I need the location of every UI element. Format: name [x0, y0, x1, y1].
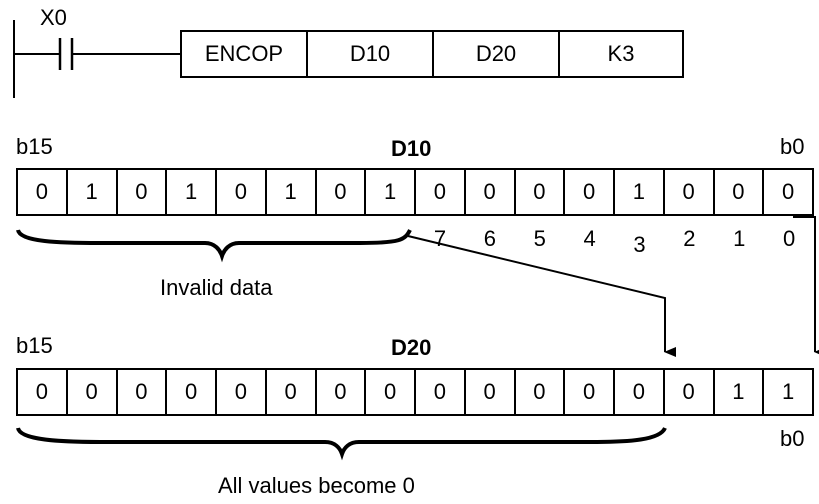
dest-bit-cell-b6: 0 — [466, 370, 516, 414]
all-zero-label: All values become 0 — [218, 473, 415, 498]
contact-label: X0 — [40, 5, 67, 30]
dest-bit-cell-b5: 0 — [516, 370, 566, 414]
operand1-box: D10 — [306, 30, 434, 78]
source-bit-number: 5 — [533, 226, 546, 251]
dest-lsb-label: b0 — [780, 426, 805, 451]
source-bit-cell-b1: 0 — [715, 170, 765, 214]
source-bit-cell-b4: 0 — [565, 170, 615, 214]
dest-bit-cell-b7: 0 — [416, 370, 466, 414]
source-bit-number: 4 — [583, 226, 596, 251]
source-bit-number: 7 — [433, 226, 447, 251]
source-msb-label: b15 — [16, 134, 53, 159]
source-bit-cell-b3: 1 — [615, 170, 665, 214]
source-bit-cell-b2: 0 — [665, 170, 715, 214]
dest-bit-cell-b13: 0 — [118, 370, 168, 414]
all-zero-brace — [16, 426, 667, 461]
source-bit-cell-b15: 0 — [18, 170, 68, 214]
dest-bit-cell-b0: 1 — [782, 379, 795, 404]
dest-bit-cell-b12: 0 — [167, 370, 217, 414]
dest-register-name: D20 — [391, 335, 432, 360]
dest-bit-cell-b8: 0 — [366, 370, 416, 414]
source-bit-cell-b9: 0 — [317, 170, 367, 214]
source-bit-cell-b6: 0 — [466, 170, 516, 214]
dest-bit-cell-b1: 1 — [715, 370, 765, 414]
dest-bit-cell-b15: 0 — [18, 370, 68, 414]
dest-msb-label: b15 — [16, 333, 53, 358]
source-register-name: D10 — [391, 136, 432, 161]
source-bit-cell-b0: 0 — [782, 179, 795, 204]
operand3-box: K3 — [558, 30, 684, 78]
source-bit-cell-b11: 0 — [217, 170, 267, 214]
source-bit-number: 1 — [733, 226, 746, 251]
dest-bit-cell-b14: 0 — [68, 370, 118, 414]
dest-bit-cell-b4: 0 — [565, 370, 615, 414]
invalid-data-brace — [16, 229, 412, 263]
source-bit-cell-b14: 1 — [68, 170, 118, 214]
dest-bit-cell-b2: 0 — [665, 370, 715, 414]
operand2-box: D20 — [432, 30, 560, 78]
invalid-data-label: Invalid data — [160, 275, 273, 300]
dest-bit-cell-b11: 0 — [217, 370, 267, 414]
source-bit-cell-b10: 1 — [267, 170, 317, 214]
source-bit-cell-b8: 1 — [366, 170, 416, 214]
source-bit-cell-b12: 1 — [167, 170, 217, 214]
dest-bit-cell-b3: 0 — [615, 370, 665, 414]
source-lsb-label: b0 — [780, 134, 805, 159]
source-bit-number: 6 — [483, 226, 496, 251]
source-bit-number: 2 — [683, 226, 696, 251]
instruction-box: ENCOP — [180, 30, 308, 78]
source-bit-cell-b13: 0 — [118, 170, 168, 214]
arrow-to-b3 — [407, 235, 676, 357]
source-bit-cell-b7: 0 — [416, 170, 466, 214]
dest-bit-cell-b10: 0 — [267, 370, 317, 414]
dest-bit-cell-b9: 0 — [317, 370, 367, 414]
source-bit-number: 0 — [782, 226, 796, 251]
arrow-to-b0 — [793, 216, 819, 357]
source-bit-cell-b5: 0 — [516, 170, 566, 214]
source-bit-number: 3 — [633, 232, 646, 257]
